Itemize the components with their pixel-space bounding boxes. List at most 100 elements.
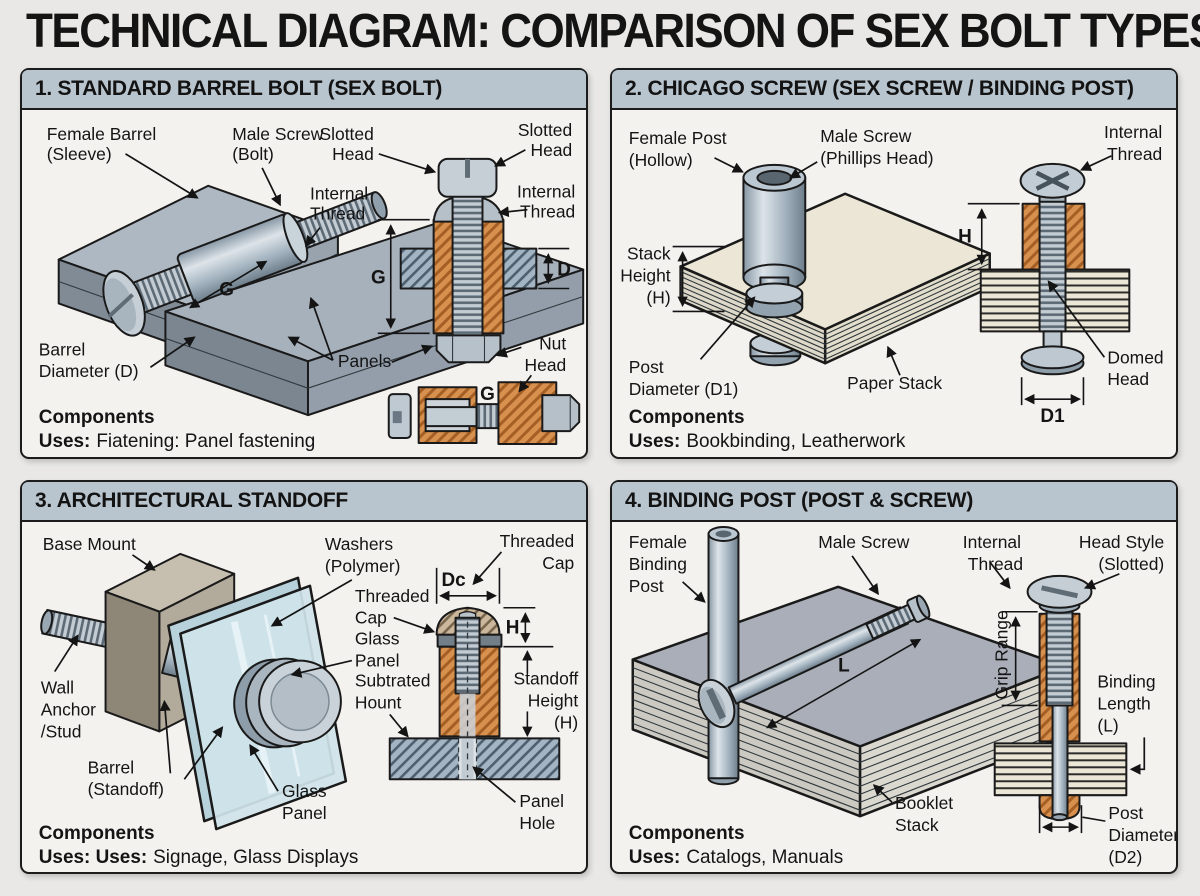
label-panel-hole-line1: Panel [519, 791, 564, 811]
assembled-bolt-side-drawing: G [387, 381, 581, 446]
label-binding-length-line1: Binding [1097, 672, 1155, 692]
h-dimension-section: H [958, 202, 1020, 271]
label-stack-height-line1: Stack [627, 244, 671, 264]
dim-g-section: G [371, 268, 386, 289]
binding-length-bracket [1129, 737, 1146, 775]
label-internal-thread-iso-line1: Internal [310, 184, 368, 204]
barrel-bolt-cross-section-drawing [399, 157, 538, 364]
panel-standard-barrel-bolt: 1. STANDARD BARREL BOLT (SEX BOLT) [20, 68, 588, 459]
label-head-style-line2: (Slotted) [1098, 554, 1164, 574]
label-post-diameter-line2: Diameter [1108, 825, 1176, 845]
label-standoff-height-line3: (H) [554, 712, 578, 732]
label-barrel-diameter-line2: Diameter (D) [39, 361, 139, 381]
label-internal-thread-line2: Thread [968, 554, 1023, 574]
label-female-binding-post-line3: Post [629, 576, 664, 596]
dim-l: L [838, 656, 850, 677]
label-slotted-head-left-line2: Head [332, 144, 374, 164]
label-male-screw-line2: (Phillips Head) [820, 148, 933, 168]
binding-post-cross-section-drawing [993, 574, 1128, 822]
label-stack-height-line3: (H) [646, 287, 670, 307]
grip-range-dimension: Grip Range [992, 610, 1038, 707]
label-domed-head-line2: Head [1107, 369, 1149, 389]
panel3-illustration: Dc H [39, 531, 579, 868]
panel4-illustration: L Grip Range [629, 525, 1176, 868]
d2-dimension [1038, 805, 1106, 834]
label-barrel-standoff-line1: Barrel [88, 757, 135, 777]
female-binding-post-drawing [707, 525, 740, 786]
panel4-title: 4. BINDING POST (POST & SCREW) [625, 489, 974, 512]
label-barrel-diameter-line1: Barrel [39, 339, 86, 359]
panel1-uses-line: Uses:Fiatening: Panel fastening [39, 431, 316, 452]
label-glass-panel-bottom-line1: Glass [282, 781, 327, 801]
g-dimension-section: G [371, 218, 430, 335]
label-threaded-cap-right-line2: Cap [542, 553, 574, 573]
panel2-uses-text: Bookbinding, Leatherwork [686, 431, 906, 452]
label-female-post-line2: (Hollow) [629, 150, 693, 170]
label-paper-stack: Paper Stack [847, 373, 942, 393]
panel1-uses-label: Uses: [39, 431, 91, 452]
label-wall-anchor-line3: /Stud [41, 721, 82, 741]
panel-chicago-screw: 2. CHICAGO SCREW (SEX SCREW / BINDING PO… [610, 68, 1178, 459]
panel1-title: 1. STANDARD BARREL BOLT (SEX BOLT) [35, 77, 443, 100]
label-internal-thread-section-line2: Thread [520, 202, 575, 222]
label-binding-length-line2: Length [1097, 693, 1150, 713]
panel3-uses-label: Uses: Uses: [39, 847, 147, 868]
label-female-binding-post-line2: Binding [629, 554, 687, 574]
label-female-post-line1: Female Post [629, 128, 727, 148]
dim-d1: D1 [1040, 406, 1064, 427]
label-threaded-cap-mid-line2: Cap [355, 608, 387, 628]
label-standoff-height-line2: Height [528, 690, 579, 710]
dim-h: H [506, 618, 520, 639]
dim-h: H [958, 227, 972, 248]
female-post-drawing [742, 163, 807, 319]
panel1-header: 1. STANDARD BARREL BOLT (SEX BOLT) [22, 70, 586, 110]
label-washers-line1: Washers [325, 534, 393, 554]
label-standoff-height-line1: Standoff [514, 669, 579, 689]
label-female-binding-post-line1: Female [629, 532, 687, 552]
panel2-illustration: H D1 Female Post (Hollow) Male Screw ( [620, 122, 1163, 452]
page-title: TECHNICAL DIAGRAM: COMPARISON OF SEX BOL… [26, 4, 1200, 58]
label-post-diameter-line1: Post [629, 357, 664, 377]
label-post-diameter-line1: Post [1108, 803, 1143, 823]
dim-g-iso: G [219, 279, 234, 300]
label-glass-panel-bottom-line2: Panel [282, 803, 327, 823]
label-domed-head-line1: Domed [1107, 347, 1163, 367]
label-wall-anchor-line1: Wall [41, 678, 74, 698]
label-threaded-cap-mid-line1: Threaded [355, 586, 430, 606]
panel-binding-post: 4. BINDING POST (POST & SCREW) [610, 480, 1178, 874]
panel4-uses-text: Catalogs, Manuals [686, 847, 843, 868]
panel3-components-label: Components [39, 823, 155, 844]
panel2-header: 2. CHICAGO SCREW (SEX SCREW / BINDING PO… [612, 70, 1176, 110]
label-slotted-head-left-line1: Slotted [320, 124, 374, 144]
label-slotted-head-right-line2: Head [531, 140, 573, 160]
label-internal-thread-line1: Internal [963, 532, 1021, 552]
dim-g-bottom: G [480, 384, 495, 405]
standoff-cross-section-drawing [388, 606, 561, 781]
label-internal-thread-section-line1: Internal [517, 182, 575, 202]
panel3-header: 3. ARCHITECTURAL STANDOFF [22, 482, 586, 522]
panel1-illustration: G G [39, 120, 585, 452]
l-dimension: L [766, 638, 922, 729]
label-grip-range: Grip Range [992, 610, 1012, 699]
label-internal-thread-line1: Internal [1104, 122, 1162, 142]
label-base-mount: Base Mount [43, 534, 136, 554]
grip-dimension-iso: G [188, 260, 268, 309]
label-male-screw-line2: (Bolt) [232, 144, 274, 164]
chicago-screw-cross-section-drawing [979, 162, 1131, 376]
label-glass-panel-mid-line2: Panel [355, 651, 400, 671]
label-booklet-stack-line2: Stack [895, 815, 939, 835]
panel4-uses-line: Uses:Catalogs, Manuals [629, 847, 843, 868]
panel4-leader-lines [682, 555, 1120, 803]
label-post-diameter-line2: Diameter (D1) [629, 379, 739, 399]
panel-architectural-standoff: 3. ARCHITECTURAL STANDOFF [20, 480, 588, 874]
label-internal-thread-iso-line2: Thread [310, 204, 365, 224]
label-slotted-head-right-line1: Slotted [518, 120, 572, 140]
panel2-title: 2. CHICAGO SCREW (SEX SCREW / BINDING PO… [625, 77, 1134, 100]
panel2-uses-line: Uses:Bookbinding, Leatherwork [629, 431, 906, 452]
h-dimension-cap: H [503, 606, 554, 648]
label-subtrated-hount-line2: Hount [355, 692, 402, 712]
dim-dc: Dc [441, 570, 465, 591]
label-subtrated-hount-line1: Subtrated [355, 671, 431, 691]
d1-dimension-section: D1 [1020, 377, 1085, 427]
panel2-leader-lines [699, 155, 1112, 376]
